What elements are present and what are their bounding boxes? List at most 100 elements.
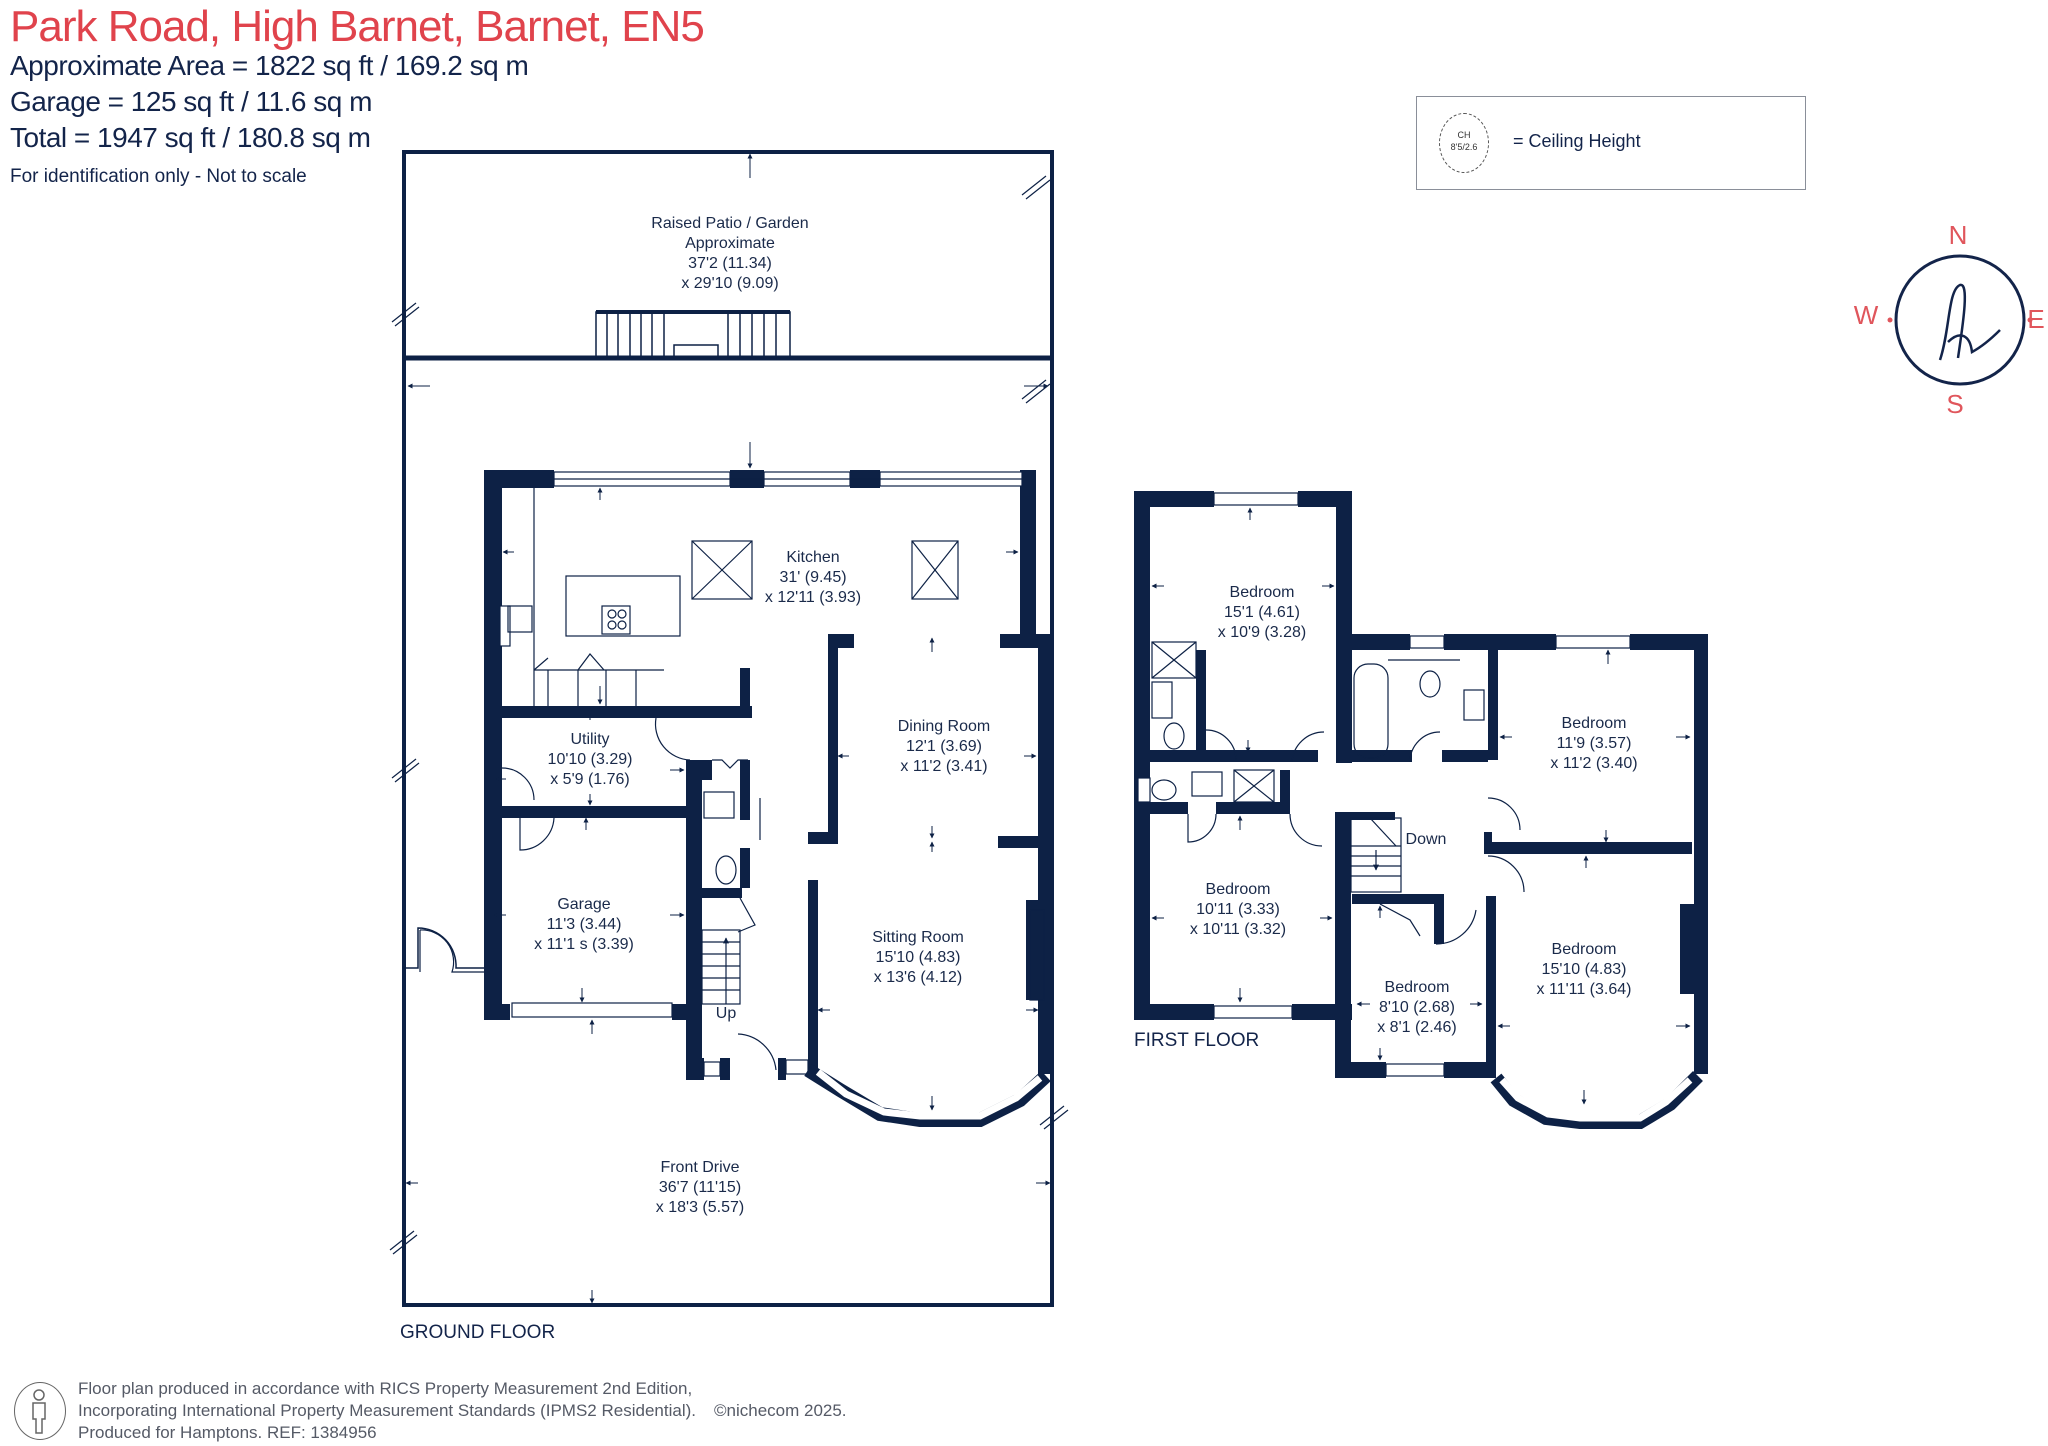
stairs-down-label: Down bbox=[1406, 831, 1447, 848]
bed1-dim1: 15'1 (4.61) bbox=[1224, 604, 1300, 621]
bed4-name: Bedroom bbox=[1385, 979, 1450, 996]
ch-symbol-label: CH bbox=[1457, 130, 1471, 140]
bed5-name: Bedroom bbox=[1552, 941, 1617, 958]
break-marks bbox=[389, 175, 1069, 1255]
basin-icon bbox=[703, 791, 735, 819]
bed2-dim1: 11'9 (3.57) bbox=[1557, 735, 1632, 752]
dimension-arrows bbox=[405, 153, 1051, 1304]
patio-approx: Approximate bbox=[685, 235, 775, 252]
bed2-dim2: x 11'2 (3.40) bbox=[1550, 755, 1637, 772]
kitchen-name: Kitchen bbox=[786, 549, 839, 566]
first-floor-walls bbox=[1134, 491, 1708, 1078]
first-floor-fittings bbox=[1137, 492, 1703, 1129]
footer-line-1: Floor plan produced in accordance with R… bbox=[78, 1379, 693, 1398]
bed3-name: Bedroom bbox=[1206, 881, 1271, 898]
compass-icon: N S E W bbox=[1854, 220, 2045, 419]
sitting-dim2: x 13'6 (4.12) bbox=[874, 969, 962, 986]
first-floor-label: FIRST FLOOR bbox=[1134, 1030, 1260, 1051]
bed3-dim2: x 10'11 (3.32) bbox=[1190, 921, 1286, 938]
compass-south: S bbox=[1946, 389, 1963, 419]
bed1-dim2: x 10'9 (3.28) bbox=[1218, 624, 1306, 641]
basin-icon bbox=[1151, 681, 1173, 719]
footer-line-2: Incorporating International Property Mea… bbox=[78, 1401, 696, 1420]
room-label-kitchen: Kitchen 31' (9.45) x 12'11 (3.93) bbox=[765, 549, 861, 606]
patio-steps bbox=[595, 310, 791, 359]
garage-dim2: x 11'1 s (3.39) bbox=[534, 936, 634, 953]
ground-floor-label: GROUND FLOOR bbox=[400, 1322, 556, 1343]
nichecom-brand: ©nichecom 2025. bbox=[713, 1401, 847, 1420]
room-label-patio: Raised Patio / Garden Approximate 37'2 (… bbox=[651, 215, 808, 292]
room-label-bed2: Bedroom 11'9 (3.57) x 11'2 (3.40) bbox=[1550, 715, 1637, 772]
ceiling-height-label: = Ceiling Height bbox=[1513, 131, 1641, 151]
basin-icon bbox=[1191, 771, 1223, 797]
bed4-dim2: x 8'1 (2.46) bbox=[1377, 1019, 1457, 1036]
first-floor-arrows bbox=[1151, 507, 1691, 1105]
bed3-dim1: 10'11 (3.33) bbox=[1196, 901, 1280, 918]
compass-north: N bbox=[1949, 220, 1968, 250]
stairs-up-label: Up bbox=[716, 1005, 737, 1022]
drive-dim1: 36'7 (11'15) bbox=[659, 1179, 741, 1196]
wc-icon bbox=[1163, 722, 1185, 750]
bed5-dim2: x 11'11 (3.64) bbox=[1537, 981, 1632, 998]
utility-dim1: 10'10 (3.29) bbox=[548, 751, 633, 768]
compass-logo bbox=[1938, 283, 2001, 361]
ceiling-height-symbol: CH 8'5/2.6 bbox=[1439, 113, 1489, 173]
skylight-icon bbox=[911, 540, 959, 600]
bed5-dim1: 15'10 (4.83) bbox=[1542, 961, 1627, 978]
garage-dim1: 11'3 (3.44) bbox=[547, 916, 622, 933]
ch-symbol-value: 8'5/2.6 bbox=[1450, 142, 1478, 152]
approximate-area: Approximate Area = 1822 sq ft / 169.2 sq… bbox=[10, 50, 529, 81]
footer-note: Floor plan produced in accordance with R… bbox=[78, 1378, 847, 1444]
garage-area: Garage = 125 sq ft / 11.6 sq m bbox=[10, 86, 372, 117]
side-gate bbox=[404, 927, 484, 969]
utility-dim2: x 5'9 (1.76) bbox=[550, 771, 630, 788]
room-label-dining: Dining Room 12'1 (3.69) x 11'2 (3.41) bbox=[898, 718, 990, 775]
patio-name: Raised Patio / Garden bbox=[651, 215, 808, 232]
sitting-name: Sitting Room bbox=[872, 929, 964, 946]
footer-line-3: Produced for Hamptons. REF: 1384956 bbox=[78, 1423, 377, 1442]
bed4-dim1: 8'10 (2.68) bbox=[1379, 999, 1455, 1016]
room-label-bed3: Bedroom 10'11 (3.33) x 10'11 (3.32) bbox=[1190, 881, 1286, 938]
compass-east: E bbox=[2027, 304, 2044, 334]
room-label-bed1: Bedroom 15'1 (4.61) x 10'9 (3.28) bbox=[1218, 584, 1306, 641]
ceiling-height-legend: CH 8'5/2.6 = Ceiling Height bbox=[1416, 96, 1806, 190]
kitchen-dim2: x 12'11 (3.93) bbox=[765, 589, 861, 606]
patio-dim2: x 29'10 (9.09) bbox=[681, 275, 778, 292]
wc-icon bbox=[1419, 670, 1441, 698]
shower-icon bbox=[1151, 641, 1197, 679]
bath-icon bbox=[1353, 663, 1389, 759]
room-label-garage: Garage 11'3 (3.44) x 11'1 s (3.39) bbox=[534, 896, 634, 953]
first-floor-plan: Bedroom 15'1 (4.61) x 10'9 (3.28) Bedroo… bbox=[1134, 491, 1708, 1129]
shower-icon bbox=[1233, 769, 1275, 803]
bed2-name: Bedroom bbox=[1562, 715, 1627, 732]
wc-icon bbox=[1151, 779, 1177, 801]
kitchen-fittings bbox=[419, 488, 1051, 1127]
room-label-bed5: Bedroom 15'10 (4.83) x 11'11 (3.64) bbox=[1537, 941, 1632, 998]
garage-name: Garage bbox=[557, 896, 610, 913]
ground-floor-walls bbox=[484, 470, 1052, 1080]
utility-name: Utility bbox=[570, 731, 609, 748]
bed1-name: Bedroom bbox=[1230, 584, 1295, 601]
kitchen-windows bbox=[553, 471, 1023, 487]
room-label-bed4: Bedroom 8'10 (2.68) x 8'1 (2.46) bbox=[1377, 979, 1457, 1036]
disclaimer: For identification only - Not to scale bbox=[10, 166, 307, 187]
total-area: Total = 1947 sq ft / 180.8 sq m bbox=[10, 122, 371, 153]
kitchen-dim1: 31' (9.45) bbox=[779, 569, 846, 586]
ground-floor-plan bbox=[389, 150, 1069, 1307]
dining-dim1: 12'1 (3.69) bbox=[906, 738, 982, 755]
room-label-utility: Utility 10'10 (3.29) x 5'9 (1.76) bbox=[548, 731, 633, 788]
room-label-sitting: Sitting Room 15'10 (4.83) x 13'6 (4.12) bbox=[872, 929, 964, 986]
dining-name: Dining Room bbox=[898, 718, 990, 735]
drive-dim2: x 18'3 (5.57) bbox=[656, 1199, 744, 1216]
wc-icon bbox=[715, 855, 737, 885]
skylight-icon bbox=[691, 540, 753, 600]
hob-icon bbox=[601, 605, 631, 635]
kitchen-island bbox=[565, 575, 681, 637]
property-title: Park Road, High Barnet, Barnet, EN5 bbox=[10, 2, 705, 51]
room-label-drive: Front Drive 36'7 (11'15) x 18'3 (5.57) bbox=[656, 1159, 744, 1216]
compass-west: W bbox=[1854, 300, 1879, 330]
dining-dim2: x 11'2 (3.41) bbox=[900, 758, 987, 775]
patio-dim1: 37'2 (11.34) bbox=[688, 255, 772, 272]
sitting-dim1: 15'10 (4.83) bbox=[876, 949, 961, 966]
